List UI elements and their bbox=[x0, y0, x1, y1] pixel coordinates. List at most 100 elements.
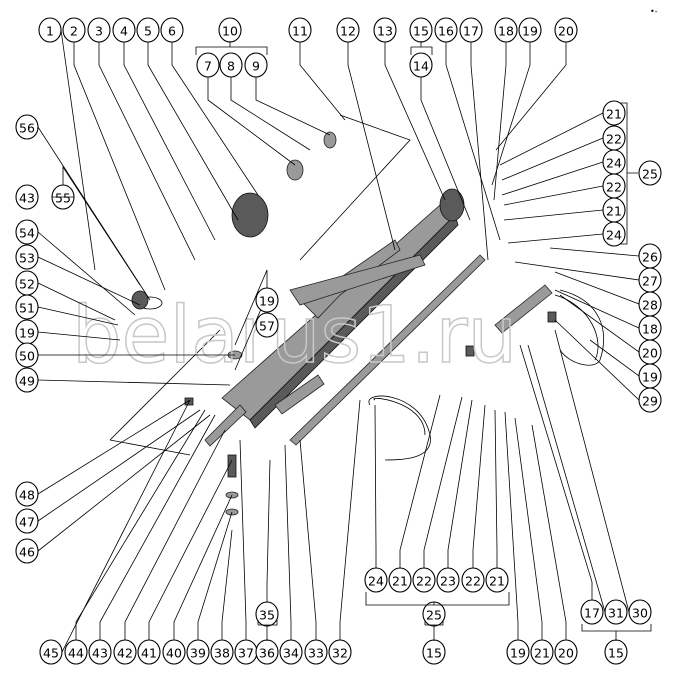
watermark: belarus1.ru bbox=[72, 291, 517, 381]
callout-21: 21 bbox=[530, 639, 554, 665]
bearing bbox=[286, 159, 304, 181]
callout-number: 22 bbox=[416, 574, 432, 589]
callout-number: 17 bbox=[584, 606, 600, 621]
callout-number: 41 bbox=[141, 646, 157, 661]
callout-22: 22 bbox=[602, 173, 626, 199]
callout-18: 18 bbox=[638, 315, 662, 341]
callout-52: 52 bbox=[15, 270, 39, 296]
callout-number: 23 bbox=[440, 574, 456, 589]
leader-line bbox=[519, 344, 593, 600]
callout-number: 50 bbox=[19, 349, 35, 364]
leader-line bbox=[37, 379, 231, 386]
callout-number: 14 bbox=[413, 59, 429, 74]
callout-number: 57 bbox=[259, 319, 275, 334]
left-knuckle bbox=[131, 290, 149, 310]
callout-number: 7 bbox=[204, 59, 212, 74]
spring bbox=[227, 454, 237, 478]
callout-number: 48 bbox=[19, 488, 35, 503]
callout-number: 47 bbox=[19, 515, 35, 530]
callout-number: 35 bbox=[259, 608, 275, 623]
axle-drawing bbox=[109, 114, 604, 516]
callout-number: 55 bbox=[55, 191, 71, 206]
leader-line bbox=[420, 77, 471, 221]
leader-line bbox=[99, 414, 216, 640]
callout-number: 24 bbox=[368, 574, 384, 589]
callout-number: 12 bbox=[340, 24, 356, 39]
callout-number: 15 bbox=[426, 646, 442, 661]
pivot-arm bbox=[289, 254, 426, 306]
callout-number: 39 bbox=[190, 646, 206, 661]
leader-line bbox=[527, 344, 606, 613]
leader-line bbox=[447, 399, 473, 568]
leader-line bbox=[299, 439, 317, 640]
callout-number: 2 bbox=[70, 24, 78, 39]
callout-21: 21 bbox=[602, 197, 626, 223]
callout-17: 17 bbox=[459, 17, 483, 43]
leader-line bbox=[230, 77, 311, 151]
callout-15: 15 bbox=[422, 639, 446, 665]
leader-line bbox=[495, 42, 567, 151]
callout-20: 20 bbox=[554, 17, 578, 43]
hub bbox=[231, 192, 269, 238]
leader-line bbox=[37, 414, 211, 552]
callout-37: 37 bbox=[234, 639, 258, 665]
callout-number: 49 bbox=[19, 374, 35, 389]
callout-17: 17 bbox=[580, 599, 604, 625]
callout-39: 39 bbox=[186, 639, 210, 665]
callout-19: 19 bbox=[518, 17, 542, 43]
callout-10: 10 bbox=[218, 17, 242, 43]
leader-line bbox=[559, 294, 640, 353]
leader-line bbox=[554, 329, 630, 613]
callout-43: 43 bbox=[15, 184, 39, 210]
callout-number: 8 bbox=[227, 59, 235, 74]
callout-number: 20 bbox=[558, 24, 574, 39]
callout-21: 21 bbox=[388, 567, 412, 593]
callout-24: 24 bbox=[602, 221, 626, 247]
leader-line bbox=[37, 409, 201, 522]
callout-number: 24 bbox=[606, 156, 622, 171]
callout-number: 38 bbox=[214, 646, 230, 661]
callout-48: 48 bbox=[15, 481, 39, 507]
callout-13: 13 bbox=[373, 17, 397, 43]
leader-line bbox=[589, 339, 640, 377]
callout-number: 56 bbox=[19, 121, 35, 136]
leader-line bbox=[148, 459, 233, 640]
leader-line bbox=[499, 112, 604, 166]
callout-27: 27 bbox=[638, 267, 662, 293]
leader-line bbox=[491, 42, 531, 186]
leader-line bbox=[266, 459, 271, 602]
callout-14: 14 bbox=[409, 52, 433, 78]
callout-54: 54 bbox=[15, 219, 39, 245]
callout-5: 5 bbox=[136, 17, 160, 43]
leader-line bbox=[123, 42, 216, 241]
callout-22: 22 bbox=[412, 567, 436, 593]
leader-line bbox=[384, 42, 446, 201]
leader-line bbox=[221, 529, 233, 640]
callout-number: 21 bbox=[606, 107, 622, 122]
callout-number: 27 bbox=[642, 274, 658, 289]
callout-18: 18 bbox=[494, 17, 518, 43]
hydraulic-cylinder bbox=[274, 374, 325, 415]
callout-20: 20 bbox=[638, 339, 662, 365]
callout-number: 11 bbox=[292, 24, 308, 39]
leader-line bbox=[37, 282, 116, 321]
callout-number: 20 bbox=[558, 646, 574, 661]
leader-line bbox=[554, 319, 640, 401]
callout-number: 9 bbox=[252, 59, 260, 74]
callout-number: 43 bbox=[92, 646, 108, 661]
leader-line bbox=[124, 429, 226, 640]
callout-number: 19 bbox=[522, 24, 538, 39]
callout-49: 49 bbox=[15, 367, 39, 393]
callout-11: 11 bbox=[288, 17, 312, 43]
leader-line bbox=[445, 42, 501, 241]
callout-31: 31 bbox=[604, 599, 628, 625]
callout-46: 46 bbox=[15, 538, 39, 564]
callout-19: 19 bbox=[255, 287, 279, 313]
callout-number: 53 bbox=[19, 251, 35, 266]
callout-15: 15 bbox=[409, 17, 433, 43]
callout-16: 16 bbox=[434, 17, 458, 43]
callout-number: 5 bbox=[144, 24, 152, 39]
callout-number: 6 bbox=[168, 24, 176, 39]
leader-line bbox=[501, 137, 604, 181]
